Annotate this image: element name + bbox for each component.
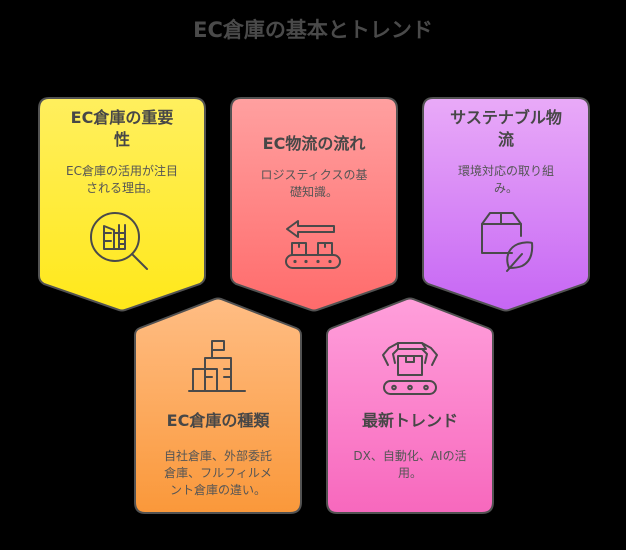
card-types-background [134,297,302,514]
card-importance-background [38,97,206,312]
card-sustainable-heading: サステナブル物流 [450,108,562,149]
box-leaf-icon [481,212,534,272]
robot-arm-conveyor-icon [382,342,438,395]
card-trends: 最新トレンド DX、自動化、AIの活用。 [325,297,495,515]
card-logistics-flow-description: ロジスティクスの基礎知識。 [260,168,368,199]
card-types-description: 自社倉庫、外部委託倉庫、フルフィルメント倉庫の違い。 [163,449,272,497]
card-trends-background [326,297,494,514]
conveyor-arrow-icon [285,220,341,269]
card-sustainable-background [422,97,590,312]
card-importance: EC倉庫の重要性 EC倉庫の活用が注目される理由。 [37,97,207,313]
card-logistics-flow-heading: EC物流の流れ [262,134,366,153]
card-sustainable-description: 環境対応の取り組み。 [457,164,554,195]
card-types: EC倉庫の種類 自社倉庫、外部委託倉庫、フルフィルメント倉庫の違い。 [133,297,303,515]
card-types-heading: EC倉庫の種類 [166,411,270,430]
warehouse-magnifier-icon [90,212,148,270]
card-importance-heading: EC倉庫の重要性 [70,108,174,149]
card-importance-description: EC倉庫の活用が注目される理由。 [66,164,178,195]
card-sustainable: サステナブル物流 環境対応の取り組み。 [421,97,591,313]
buildings-flag-icon [188,340,246,392]
card-trends-description: DX、自動化、AIの活用。 [353,449,467,480]
card-logistics-flow: EC物流の流れ ロジスティクスの基礎知識。 [229,97,399,313]
page-title: EC倉庫の基本とトレンド [193,18,433,42]
card-logistics-flow-background [230,97,398,312]
card-trends-heading: 最新トレンド [361,411,458,430]
